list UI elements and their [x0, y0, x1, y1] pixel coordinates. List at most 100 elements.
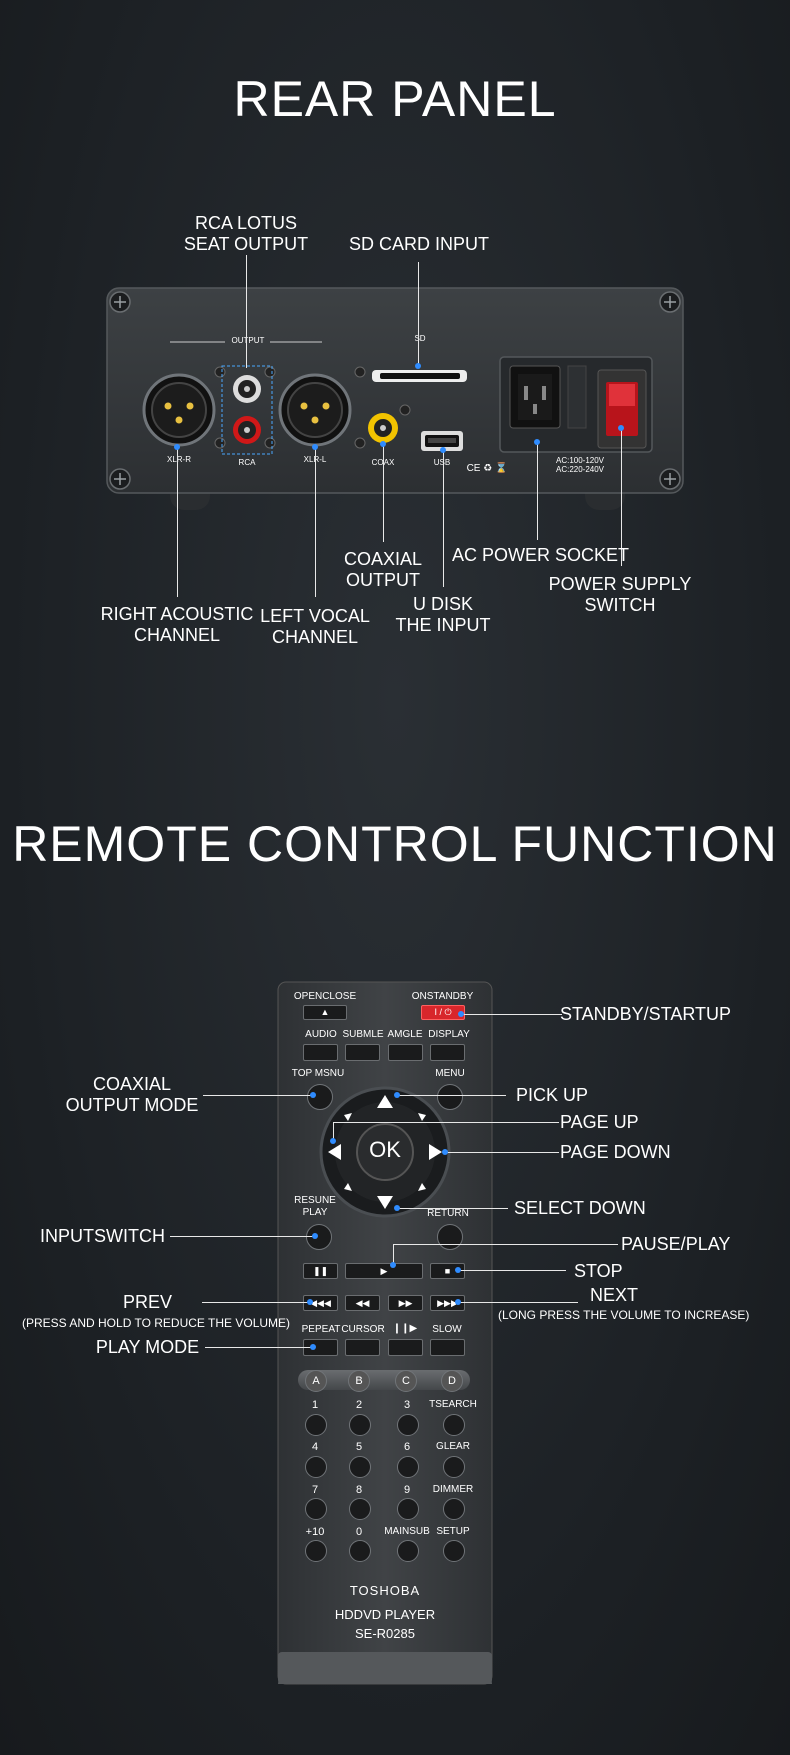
label-play-mode: PLAY MODE — [95, 1337, 200, 1357]
coax-jack-icon — [368, 413, 398, 443]
callout-dot — [312, 444, 318, 450]
rca-red-jack-icon — [233, 416, 261, 444]
callout-line — [246, 255, 247, 368]
key-label: MAINSUB — [384, 1526, 430, 1537]
display-button[interactable] — [430, 1044, 465, 1061]
panel-coax-label: COAX — [363, 458, 403, 467]
callout-line — [418, 262, 419, 366]
key-label: +10 — [305, 1526, 325, 1538]
ok-button[interactable]: OK — [369, 1137, 401, 1162]
subtitle-button[interactable] — [345, 1044, 380, 1061]
play-button[interactable]: ▶ — [345, 1263, 423, 1279]
key-4-button[interactable] — [305, 1456, 327, 1478]
callout-line — [383, 444, 384, 542]
menu-button[interactable] — [437, 1084, 463, 1110]
key-1-button[interactable] — [305, 1414, 327, 1436]
key-7-button[interactable] — [305, 1498, 327, 1520]
key-8-button[interactable] — [349, 1498, 371, 1520]
callout-line — [170, 1236, 315, 1237]
c-button[interactable]: C — [395, 1370, 417, 1392]
key-label: 7 — [311, 1484, 319, 1496]
callout-dot — [455, 1299, 461, 1305]
d-button[interactable]: D — [441, 1370, 463, 1392]
setup-button[interactable] — [443, 1540, 465, 1562]
callout-dot — [394, 1205, 400, 1211]
remote-amgle-label: AMGLE — [387, 1029, 423, 1040]
panel-sd-label: SD — [414, 334, 426, 343]
pause-button[interactable]: ❚❚ — [303, 1263, 338, 1279]
usb-port-icon — [421, 431, 463, 451]
cursor-button[interactable] — [345, 1339, 380, 1356]
key-3-button[interactable] — [397, 1414, 419, 1436]
key-label: 8 — [355, 1484, 363, 1496]
slow-button[interactable] — [430, 1339, 465, 1356]
label-stop: STOP — [574, 1261, 623, 1281]
step-button[interactable] — [388, 1339, 423, 1356]
callout-line — [202, 1302, 310, 1303]
key-label: 3 — [403, 1399, 411, 1411]
callout-line — [458, 1270, 566, 1271]
callout-dot — [394, 1092, 400, 1098]
key-9-button[interactable] — [397, 1498, 419, 1520]
open-close-button[interactable]: ▲ — [303, 1005, 347, 1020]
remote-openclose-label: OPENCLOSE — [293, 991, 357, 1002]
fast-forward-button[interactable]: ▶▶ — [388, 1295, 423, 1311]
remote-repeat-label: PEPEAT — [301, 1324, 341, 1335]
dimmer-button[interactable] — [443, 1498, 465, 1520]
nav-left-button[interactable] — [324, 1140, 346, 1164]
key-2-button[interactable] — [349, 1414, 371, 1436]
callout-dot — [440, 447, 446, 453]
label-page-down: PAGE DOWN — [560, 1142, 671, 1162]
resume-play-button[interactable] — [306, 1224, 332, 1250]
callout-line — [203, 1095, 313, 1096]
panel-output-label: OUTPUT — [231, 336, 265, 345]
remote-cursor-label: CURSOR — [341, 1324, 385, 1335]
remote-top-menu-label: TOP MSNU — [291, 1068, 345, 1079]
callout-dot — [458, 1011, 464, 1017]
label-ac-power-socket: AC POWER SOCKET — [452, 545, 630, 565]
remote-step-label: ❙❙▶ — [392, 1323, 418, 1334]
callout-dot — [442, 1149, 448, 1155]
key-6-button[interactable] — [397, 1456, 419, 1478]
clear-button[interactable] — [443, 1456, 465, 1478]
callout-dot — [390, 1262, 396, 1268]
remote-onstandby-label: ONSTANDBY — [411, 991, 474, 1002]
a-button[interactable]: A — [305, 1370, 327, 1392]
return-button[interactable] — [437, 1224, 463, 1250]
key-label: 5 — [355, 1441, 363, 1453]
label-next: NEXT — [589, 1285, 638, 1305]
key-label: SETUP — [436, 1526, 470, 1537]
panel-ac2-label: AC:220-240V — [555, 465, 605, 474]
time-search-button[interactable] — [443, 1414, 465, 1436]
callout-line — [398, 1095, 506, 1096]
key-5-button[interactable] — [349, 1456, 371, 1478]
label-prev: PREV — [122, 1292, 173, 1312]
key-plus10-button[interactable] — [305, 1540, 327, 1562]
callout-line — [205, 1347, 313, 1348]
sd-card-slot-icon — [372, 370, 467, 382]
remote-audio-label: AUDIO — [305, 1029, 337, 1040]
callout-line — [443, 450, 444, 587]
nav-ring-icon — [319, 1086, 451, 1218]
key-0-button[interactable] — [349, 1540, 371, 1562]
callout-line — [315, 447, 316, 597]
callout-dot — [415, 363, 421, 369]
callout-line — [462, 1014, 562, 1015]
label-next-note: (LONG PRESS THE VOLUME TO INCREASE) — [498, 1308, 750, 1322]
power-button[interactable]: I / ⏻ — [421, 1005, 465, 1020]
angle-button[interactable] — [388, 1044, 423, 1061]
main-sub-button[interactable] — [397, 1540, 419, 1562]
key-label: 6 — [403, 1441, 411, 1453]
panel-xlr-r-label: XLR-R — [166, 455, 191, 464]
callout-dot — [534, 439, 540, 445]
panel-usb-label: USB — [433, 458, 451, 467]
b-button[interactable]: B — [348, 1370, 370, 1392]
rewind-button[interactable]: ◀◀ — [345, 1295, 380, 1311]
remote-model-line1: HDDVD PLAYER — [334, 1607, 436, 1622]
audio-button[interactable] — [303, 1044, 338, 1061]
label-standby-startup: STANDBY/STARTUP — [560, 1004, 732, 1024]
